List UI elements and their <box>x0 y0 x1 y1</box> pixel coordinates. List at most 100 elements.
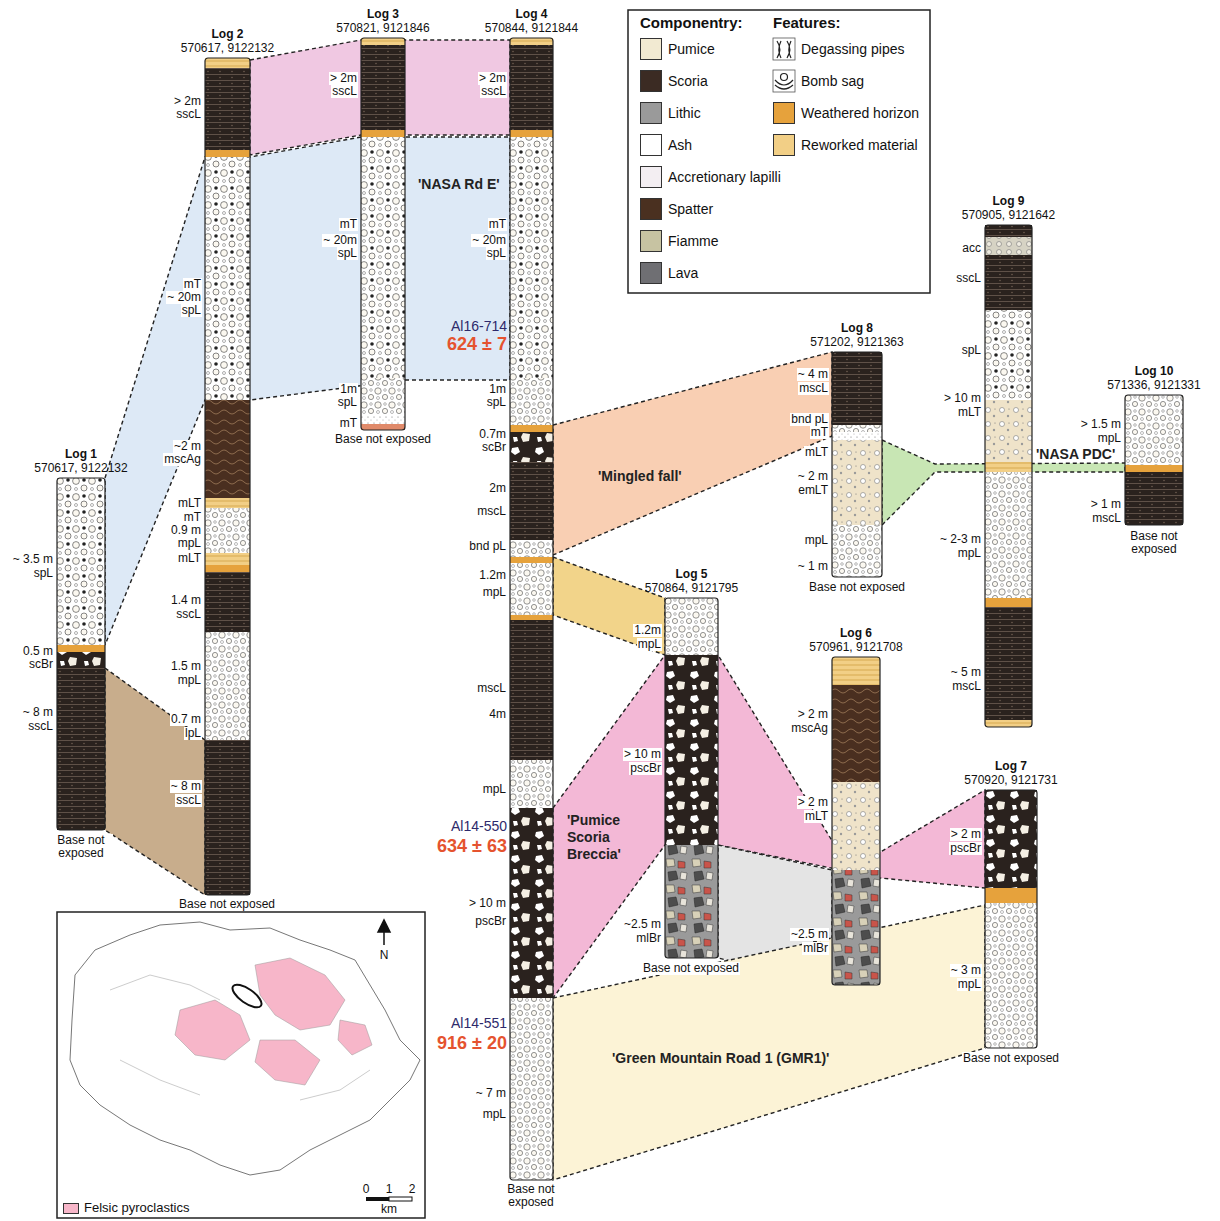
log-unit <box>832 440 882 525</box>
unit-label: mpL <box>177 537 202 550</box>
inset-outlines <box>110 975 370 1100</box>
unit-label: mpL <box>957 978 982 991</box>
grid-reference: 570905, 9121642 <box>945 208 1073 222</box>
log-unit <box>985 888 1037 903</box>
symbol-frame <box>773 70 795 92</box>
unit-label: mT <box>488 218 507 231</box>
unit-label: ~ 5 m <box>950 666 982 679</box>
log-unit <box>665 655 718 845</box>
correlation-band <box>105 137 510 645</box>
unit-label: 1.5 m <box>170 660 202 673</box>
unit-label: mpL <box>957 547 982 560</box>
unit-label: ~2 m <box>173 440 202 453</box>
log-unit <box>985 598 1032 607</box>
unit-label: > 2m <box>478 72 507 85</box>
log-unit <box>205 553 250 565</box>
unit-label: mscL <box>476 682 507 695</box>
log-unit <box>361 137 405 378</box>
unit-label: acc <box>961 242 982 255</box>
unit-label: mLT <box>804 446 829 459</box>
log-unit <box>665 598 718 655</box>
log-unit <box>665 845 718 958</box>
log-unit <box>1125 465 1183 472</box>
log-strip <box>360 37 406 431</box>
bomb <box>781 74 788 81</box>
island-outline <box>70 922 420 1175</box>
correlation-band <box>105 668 205 895</box>
legend-label: Fiamme <box>668 233 719 249</box>
unit-label: 2m <box>488 482 507 495</box>
unit-label: mpL <box>177 674 202 687</box>
log-unit <box>205 157 250 400</box>
log-unit <box>510 432 553 462</box>
sample-id: Al14-551 <box>451 1015 507 1031</box>
unit-label: 0.5 m <box>22 645 54 658</box>
legend-swatch <box>640 230 662 252</box>
unit-name: 'Pumice Scoria Breccia' <box>567 812 647 863</box>
unit-label: sscL <box>175 794 202 807</box>
log-unit <box>832 782 880 870</box>
unit-label: > 2m <box>173 95 202 108</box>
unit-name: 'Mingled fall' <box>598 468 682 485</box>
log-strip <box>204 57 251 896</box>
log-unit <box>510 998 553 1180</box>
unit-label: 1.2m <box>478 569 507 582</box>
study-area-ellipse <box>229 981 265 1012</box>
log-unit <box>985 400 1032 462</box>
log-unit <box>985 903 1037 1048</box>
unit-label: ~ 2-3 m <box>939 533 982 546</box>
log-title: Log 2 <box>164 27 292 41</box>
correlation-band <box>553 557 665 655</box>
unit-label: > 10 m <box>623 748 662 761</box>
legend-swatch <box>640 70 662 92</box>
unit-label: pscBr <box>629 762 662 775</box>
log-unit <box>361 130 405 137</box>
log-column: Log 1570617, 9122132 <box>17 447 145 830</box>
log-title: Log 4 <box>468 7 596 21</box>
log-header: Log 4570844, 9121844 <box>468 7 596 35</box>
legend-label: Reworked material <box>801 137 918 153</box>
unit-label: mscL <box>951 680 982 693</box>
log-unit <box>510 540 553 557</box>
log-unit <box>985 310 1032 400</box>
log-unit <box>205 705 250 740</box>
unit-label: pscBr <box>949 842 982 855</box>
unit-label: ~ 20m <box>471 234 507 247</box>
unit-label: Base not exposed <box>178 898 276 911</box>
legend-label: Scoria <box>668 73 708 89</box>
log-unit <box>510 378 553 425</box>
log-header: Log 5570864, 9121795 <box>628 567 756 595</box>
legend-swatch <box>640 102 662 124</box>
unit-label: ~2.5 m <box>790 928 829 941</box>
log-unit <box>985 462 1032 472</box>
legend-label: Bomb sag <box>801 73 864 89</box>
log-unit <box>205 498 250 508</box>
unit-label: sscL <box>331 85 358 98</box>
unit-label: 0.7 m <box>170 713 202 726</box>
log-title: Log 5 <box>628 567 756 581</box>
unit-label: sscL <box>175 108 202 121</box>
unit-label: Base not exposed <box>497 1183 565 1209</box>
log-unit <box>832 425 882 432</box>
unit-label: spL <box>961 344 982 357</box>
unit-label: ~ 7 m <box>475 1087 507 1100</box>
legend-label: Accretionary lapilli <box>668 169 781 185</box>
log-unit <box>832 685 880 782</box>
log-unit <box>510 137 553 378</box>
log-title: Log 7 <box>947 759 1075 773</box>
unit-label: > 10 m <box>468 897 507 910</box>
log-strip <box>984 224 1033 728</box>
unit-label: > 1.5 m <box>1080 418 1122 431</box>
felsic-area <box>175 1000 250 1060</box>
log-unit <box>510 808 553 998</box>
pipe-line <box>777 41 791 58</box>
log-outline <box>985 225 1032 727</box>
unit-label: mLT <box>177 552 202 565</box>
unit-label: mlBr <box>635 932 662 945</box>
log-header: Log 9570905, 9121642 <box>945 194 1073 222</box>
unit-label: mT <box>810 426 829 439</box>
unit-label: Base not exposed <box>808 581 906 594</box>
unit-label: sscL <box>955 272 982 285</box>
unit-label: > 10 m <box>943 392 982 405</box>
